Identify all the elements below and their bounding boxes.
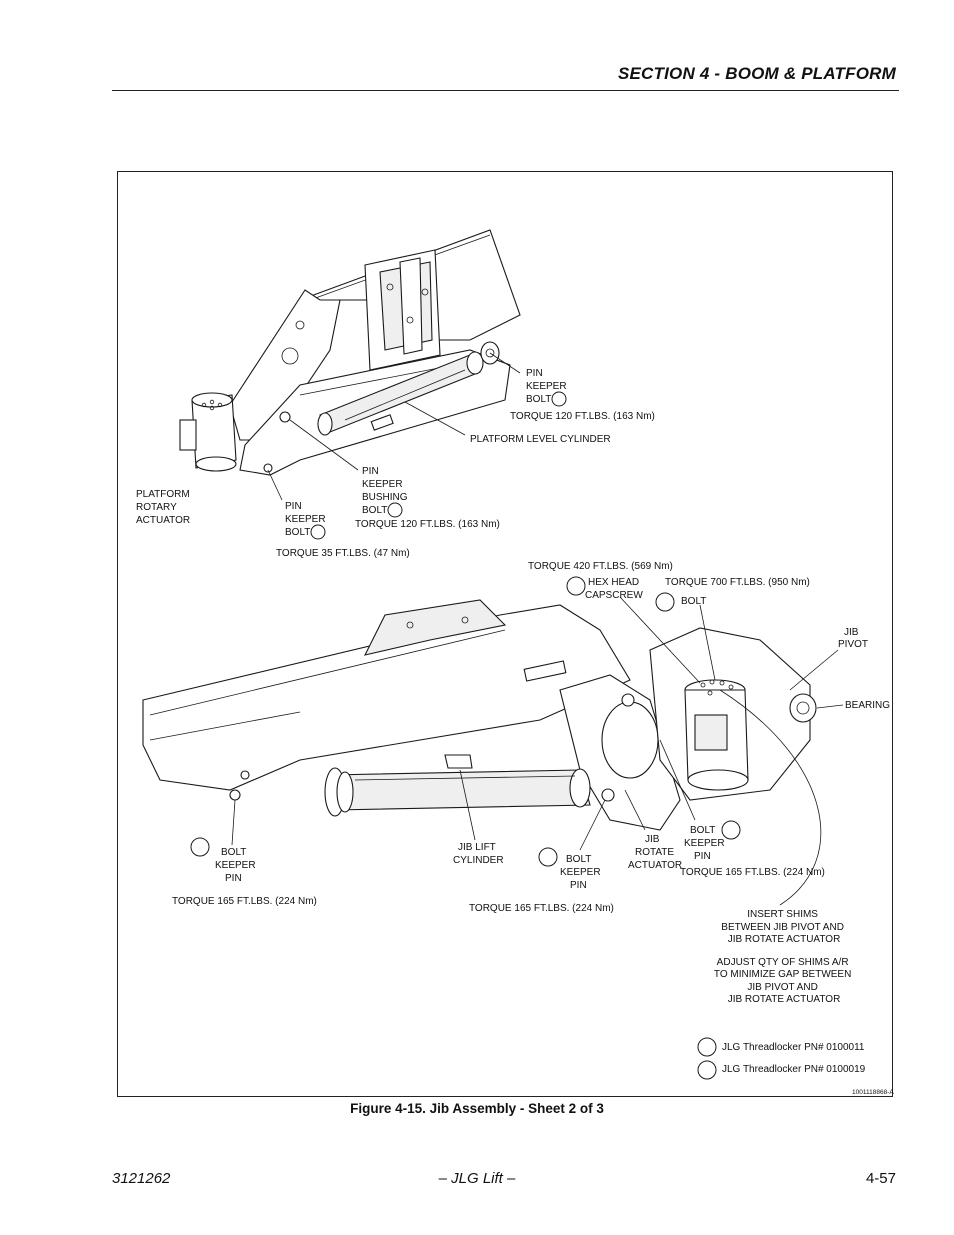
label-bolt-keeper-pin-right: BOLT KEEPER PIN — [684, 825, 727, 862]
threadlocker-callout — [310, 524, 326, 540]
label-torque-120-mid: TORQUE 120 FT.LBS. (163 Nm) — [355, 519, 500, 530]
label-pin-keeper-bolt-left: PIN KEEPER BOLT — [285, 501, 328, 538]
threadlocker-callout — [721, 820, 741, 840]
legend-symbol-0100011 — [697, 1037, 717, 1057]
figure-caption: Figure 4-15. Jib Assembly - Sheet 2 of 3 — [350, 1101, 604, 1116]
label-torque-420: TORQUE 420 FT.LBS. (569 Nm) — [528, 561, 673, 572]
label-adjust-shims: ADJUST QTY OF SHIMS A/R TO MINIMIZE GAP … — [714, 957, 854, 1005]
footer-publisher: – JLG Lift – — [438, 1170, 516, 1187]
threadlocker-callout — [538, 847, 558, 867]
label-bolt-keeper-pin-mid: BOLT KEEPER PIN — [560, 854, 603, 891]
label-jib-rotate-actuator: JIB ROTATE ACTUATOR — [628, 834, 682, 871]
label-pin-keeper-bushing-bolt: PIN KEEPER BUSHING BOLT — [362, 466, 410, 516]
label-platform-level-cylinder: PLATFORM LEVEL CYLINDER — [470, 434, 611, 445]
threadlocker-callout — [655, 592, 675, 612]
threadlocker-callout — [566, 576, 586, 596]
label-pin-keeper-bolt-top: PIN KEEPER BOLT — [526, 368, 569, 405]
label-torque-700: TORQUE 700 FT.LBS. (950 Nm) — [665, 577, 810, 588]
label-jib-lift-cylinder: JIB LIFT CYLINDER — [453, 842, 504, 866]
label-bolt-keeper-pin-left: BOLT KEEPER PIN — [215, 847, 258, 884]
legend-symbol-0100019 — [697, 1060, 717, 1080]
section-title: SECTION 4 - BOOM & PLATFORM — [617, 64, 896, 83]
legend-text-0100011: JLG Threadlocker PN# 0100011 — [722, 1042, 865, 1053]
threadlocker-callout — [551, 391, 567, 407]
label-torque-165-left: TORQUE 165 FT.LBS. (224 Nm) — [172, 896, 317, 907]
lower-assembly-illustration — [142, 599, 817, 831]
threadlocker-callout — [387, 502, 403, 518]
leader-lines — [231, 352, 844, 906]
label-bolt: BOLT — [681, 596, 706, 607]
threadlocker-callout — [190, 837, 210, 857]
label-torque-35: TORQUE 35 FT.LBS. (47 Nm) — [276, 548, 410, 559]
label-bearing: BEARING — [845, 700, 890, 711]
label-torque-120-top: TORQUE 120 FT.LBS. (163 Nm) — [510, 411, 655, 422]
drawing-id: 1001118868-A — [852, 1089, 894, 1096]
label-jib-pivot: JIB PIVOT — [838, 627, 868, 650]
header-divider — [112, 90, 899, 91]
labels: PIN KEEPER BOLT TORQUE 120 FT.LBS. (163 … — [136, 368, 894, 1096]
upper-assembly-illustration — [179, 229, 521, 476]
label-insert-shims: INSERT SHIMS BETWEEN JIB PIVOT AND JIB R… — [721, 909, 846, 945]
label-platform-rotary-actuator: PLATFORM ROTARY ACTUATOR — [136, 489, 193, 526]
label-torque-165-mid: TORQUE 165 FT.LBS. (224 Nm) — [469, 903, 614, 914]
footer-doc-number: 3121262 — [112, 1170, 171, 1187]
label-hex-head-capscrew: HEX HEAD CAPSCREW — [585, 577, 643, 601]
threadlocker-callouts — [190, 391, 741, 1080]
figure-frame — [117, 171, 893, 1097]
footer-page-number: 4-57 — [865, 1170, 896, 1187]
label-torque-165-right: TORQUE 165 FT.LBS. (224 Nm) — [680, 867, 825, 878]
legend-text-0100019: JLG Threadlocker PN# 0100019 — [722, 1064, 866, 1075]
